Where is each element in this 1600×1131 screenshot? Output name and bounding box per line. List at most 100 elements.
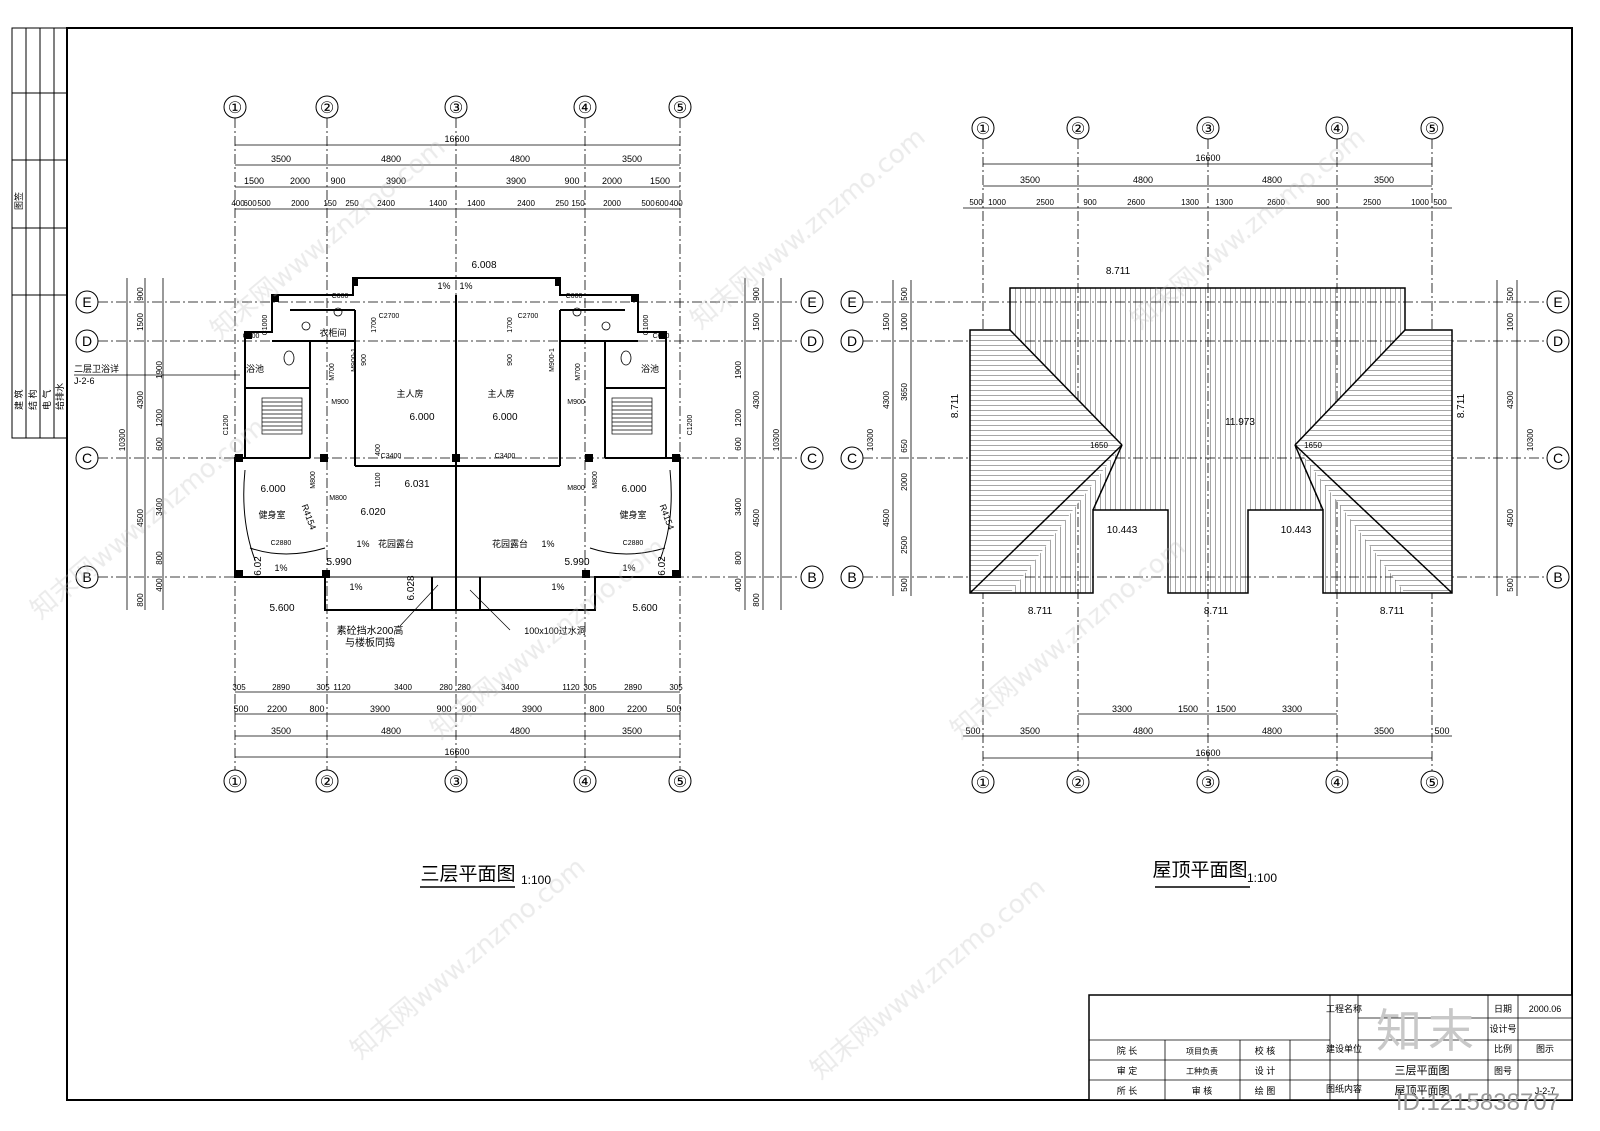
svg-text:6.031: 6.031 <box>404 479 429 490</box>
svg-text:1500: 1500 <box>1178 704 1198 714</box>
svg-text:500: 500 <box>900 287 909 301</box>
svg-text:500: 500 <box>641 199 655 208</box>
sidebar-top-label: 图签 <box>13 192 24 210</box>
roof-elevations: 8.711 8.711 8.711 8.711 8.711 8.711 11.9… <box>950 266 1467 617</box>
svg-text:900: 900 <box>752 287 761 301</box>
right-side-dims: 900 1500 1900 1200 600 3400 800 400 4300… <box>734 287 781 607</box>
tb-scale-value: 图示 <box>1536 1044 1554 1054</box>
svg-text:①: ① <box>976 775 990 792</box>
svg-text:10.443: 10.443 <box>1281 525 1312 536</box>
svg-text:3400: 3400 <box>394 683 412 692</box>
svg-text:B: B <box>82 569 91 585</box>
row3-dims: 400 600 500 2000 150 250 2400 1400 1400 … <box>231 199 683 208</box>
detail-ref: J-2-6 <box>74 376 95 386</box>
svg-text:650: 650 <box>900 439 909 453</box>
svg-text:10300: 10300 <box>772 428 781 451</box>
svg-text:2200: 2200 <box>267 704 287 714</box>
svg-text:305: 305 <box>316 683 330 692</box>
plan-title-right: 屋顶平面图 <box>1152 860 1247 881</box>
svg-text:400: 400 <box>375 444 382 456</box>
svg-text:2000: 2000 <box>290 176 310 186</box>
svg-text:6.000: 6.000 <box>260 484 285 495</box>
svg-text:M900-1: M900-1 <box>351 348 358 372</box>
axis-bubbles-right: E D C B <box>800 290 824 589</box>
svg-text:10.443: 10.443 <box>1107 525 1138 536</box>
svg-text:4800: 4800 <box>1133 726 1153 736</box>
svg-text:③: ③ <box>1201 121 1215 138</box>
svg-text:3500: 3500 <box>622 726 642 736</box>
svg-text:800: 800 <box>309 704 324 714</box>
tb-role: 审 核 <box>1192 1085 1213 1096</box>
svg-text:2890: 2890 <box>272 683 290 692</box>
bottom-row1-dims: 305 2890 305 1120 3400 280 280 3400 1120… <box>232 683 683 692</box>
svg-text:1400: 1400 <box>429 199 447 208</box>
tb-role: 审 定 <box>1117 1065 1138 1076</box>
tb-role: 设 计 <box>1255 1065 1276 1076</box>
svg-text:①: ① <box>228 774 242 791</box>
room-terrace-left: 花园露台 <box>378 538 414 549</box>
tb-sheet-label: 图号 <box>1494 1066 1512 1076</box>
svg-text:8.711: 8.711 <box>950 393 961 418</box>
svg-text:500: 500 <box>969 198 983 207</box>
svg-text:3500: 3500 <box>1020 726 1040 736</box>
svg-text:3900: 3900 <box>386 176 406 186</box>
svg-text:M900-1: M900-1 <box>549 348 556 372</box>
svg-text:C2880: C2880 <box>623 540 644 547</box>
svg-text:③: ③ <box>449 774 463 791</box>
svg-text:3500: 3500 <box>1374 175 1394 185</box>
svg-text:④: ④ <box>1330 775 1344 792</box>
room-master-left: 主人房 <box>396 388 423 399</box>
roof-bay-dims: 3500 4800 4800 3500 <box>1020 175 1394 185</box>
svg-text:1900: 1900 <box>155 361 164 379</box>
svg-text:6.020: 6.020 <box>360 507 385 518</box>
svg-text:C600: C600 <box>566 293 583 300</box>
svg-text:3400: 3400 <box>734 498 743 516</box>
svg-text:6.02: 6.02 <box>657 556 668 576</box>
svg-text:900: 900 <box>507 354 514 366</box>
svg-text:1%: 1% <box>551 582 564 592</box>
svg-text:800: 800 <box>155 551 164 565</box>
sidebar-label: 电 气 <box>41 389 52 410</box>
svg-text:1000: 1000 <box>900 313 909 331</box>
svg-text:8.711: 8.711 <box>1204 606 1229 617</box>
svg-text:1500: 1500 <box>1216 704 1236 714</box>
svg-text:8.711: 8.711 <box>1380 606 1405 617</box>
watermark-text: 知末网www.znzmo.com <box>805 872 1051 1085</box>
svg-text:C600: C600 <box>332 293 349 300</box>
svg-text:1%: 1% <box>459 281 472 291</box>
tb-role: 校 核 <box>1255 1045 1276 1056</box>
svg-text:600: 600 <box>734 437 743 451</box>
svg-text:4800: 4800 <box>381 726 401 736</box>
svg-text:280: 280 <box>457 683 471 692</box>
bottom-row3-dims: 3500 4800 4800 3500 <box>271 726 642 736</box>
sheet-border <box>66 27 1573 1101</box>
svg-text:500: 500 <box>965 726 980 736</box>
svg-text:M900: M900 <box>331 399 349 406</box>
svg-text:8.711: 8.711 <box>1456 393 1467 418</box>
svg-text:6.000: 6.000 <box>621 484 646 495</box>
room-terrace-right: 花园露台 <box>492 538 528 549</box>
svg-text:③: ③ <box>1201 775 1215 792</box>
svg-text:D: D <box>847 333 857 349</box>
svg-text:305: 305 <box>583 683 597 692</box>
svg-text:900: 900 <box>1316 198 1330 207</box>
svg-text:900: 900 <box>136 287 145 301</box>
svg-text:3900: 3900 <box>522 704 542 714</box>
svg-text:E: E <box>82 294 91 310</box>
tb-content-2: 屋顶平面图 <box>1395 1084 1450 1097</box>
svg-text:M800: M800 <box>592 471 599 489</box>
svg-text:1900: 1900 <box>734 361 743 379</box>
gym-curves <box>243 469 672 561</box>
svg-text:4300: 4300 <box>1506 391 1515 409</box>
room-closet: 衣柜间 <box>319 327 346 338</box>
room-gym-left: 健身室 <box>258 509 285 520</box>
left-side-dims: 900 1500 1900 1200 600 3400 800 400 4300… <box>118 287 164 607</box>
stair-right <box>611 397 653 435</box>
svg-text:3400: 3400 <box>155 498 164 516</box>
tb-scale-label: 比例 <box>1494 1043 1512 1054</box>
plan-scale-right: 1:100 <box>1247 871 1277 885</box>
svg-text:4800: 4800 <box>510 726 530 736</box>
svg-text:900: 900 <box>1083 198 1097 207</box>
roof-bottom-row2: 500 3500 4800 4800 3500 500 <box>965 726 1449 736</box>
svg-text:④: ④ <box>578 100 592 117</box>
